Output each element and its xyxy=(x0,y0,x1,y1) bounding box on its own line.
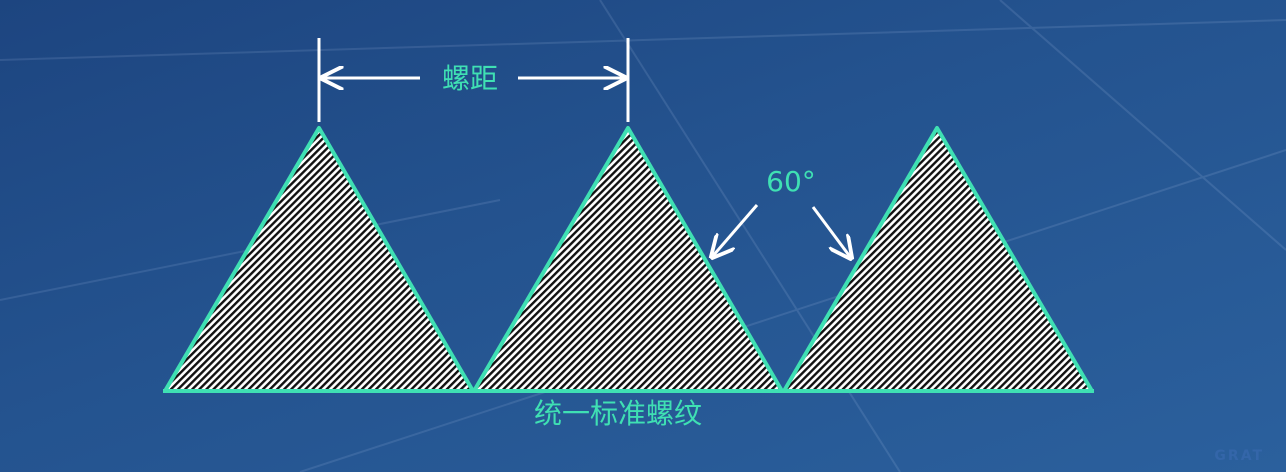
angle-arrow-right xyxy=(811,206,851,258)
thread-tooth-3 xyxy=(782,126,1094,393)
watermark-logo: GRAT xyxy=(1214,448,1264,464)
thread-tooth-2 xyxy=(472,126,784,393)
thread-tooth-1 xyxy=(163,126,475,393)
angle-label: 60° xyxy=(766,165,816,198)
angle-arrow-left xyxy=(712,204,759,257)
diagram-title: 统一标准螺纹 xyxy=(533,397,703,430)
pitch-label: 螺距 xyxy=(441,62,499,95)
